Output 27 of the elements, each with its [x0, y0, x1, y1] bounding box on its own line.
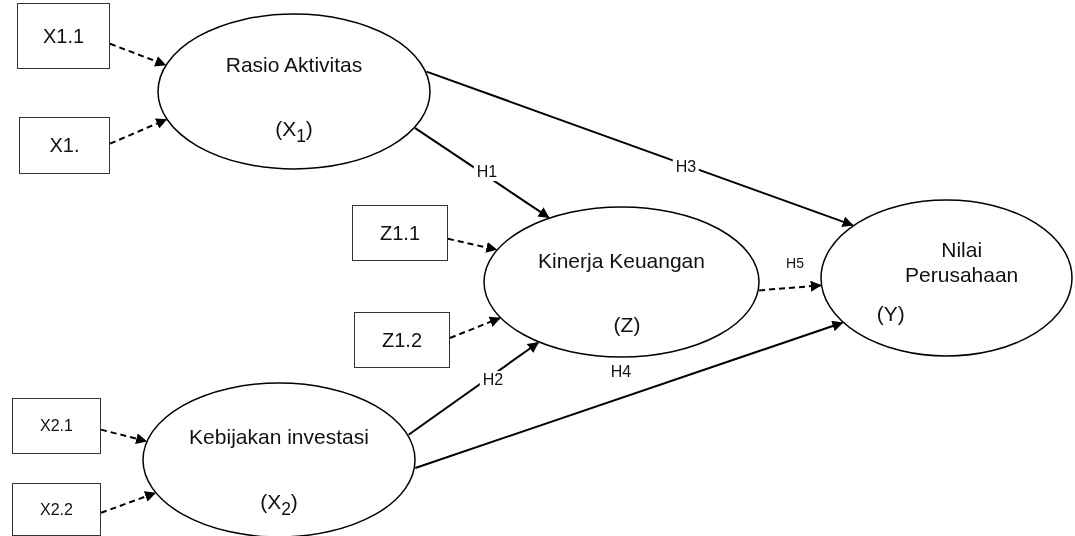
construct-ellipse	[157, 13, 431, 170]
construct-name: Kebijakan investasi	[189, 424, 369, 449]
construct-symbol: (X$_{1}$)	[275, 117, 313, 147]
dashed-arrow	[449, 316, 501, 339]
arrow	[414, 320, 844, 469]
dashed-arrow	[109, 118, 168, 145]
construct-symbol: (Z)	[613, 312, 641, 337]
indicator-box: Z1.2	[354, 312, 450, 368]
dashed-arrow	[758, 280, 822, 292]
indicator-box: X1.	[19, 117, 110, 174]
dashed-arrow	[447, 237, 498, 253]
indicator-box: Z1.1	[352, 205, 448, 261]
construct-symbol: (X$_{2}$)	[260, 490, 298, 520]
dashed-arrow	[109, 42, 167, 67]
indicator-box: X1.1	[17, 3, 110, 69]
construct-name: Nilai Perusahaan	[904, 237, 1020, 288]
indicator-box: X2.2	[12, 483, 101, 536]
construct-symbol: (Y)	[876, 302, 905, 327]
construct-ellipse	[483, 206, 760, 358]
dashed-arrow	[100, 428, 148, 445]
construct-ellipse	[820, 199, 1073, 357]
dashed-arrow	[100, 491, 157, 514]
arrow	[425, 70, 854, 227]
construct-name: Rasio Aktivitas	[225, 52, 363, 77]
arrow	[407, 341, 540, 436]
indicator-box: X2.1	[12, 398, 101, 454]
construct-name: Kinerja Keuangan	[538, 248, 705, 273]
